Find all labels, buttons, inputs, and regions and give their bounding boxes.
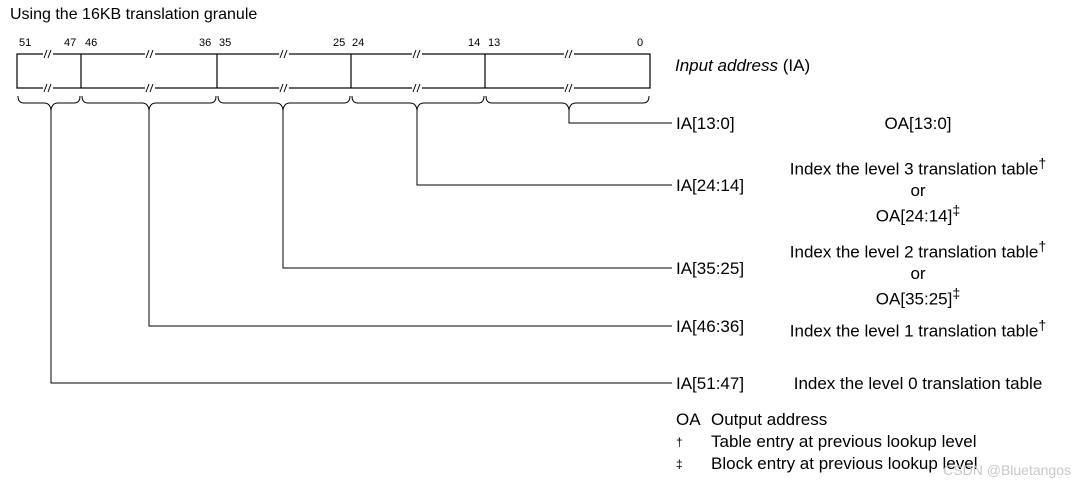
bit-label: 25 [333, 37, 346, 49]
range-description: Index the level 1 translation table† [789, 318, 1047, 341]
double-dagger-mark: ‡ [952, 202, 961, 219]
diagram-title: Using the 16KB translation granule [10, 6, 258, 23]
field-brace [217, 95, 351, 111]
connector-line [416, 110, 672, 186]
break-mark [412, 49, 422, 93]
input-address-label: Input address (IA) [675, 56, 811, 75]
bit-label: 24 [352, 37, 365, 49]
break-mark [279, 49, 289, 93]
double-dagger-mark: ‡ [952, 285, 961, 302]
range-label: IA[46:36] [676, 317, 745, 336]
bit-label: 35 [219, 37, 232, 49]
field-brace [81, 95, 217, 111]
watermark: CSDN @Bluetangos [943, 462, 1071, 478]
range-description: OA[13:0] [884, 114, 952, 133]
dagger-mark: † [1038, 239, 1047, 255]
break-mark [564, 49, 574, 93]
legend-item: ‡Block entry at previous lookup level [676, 454, 978, 473]
range-label: IA[24:14] [676, 176, 745, 195]
connector-line [148, 110, 672, 327]
range-label: IA[51:47] [676, 374, 745, 393]
legend-item: †Table entry at previous lookup level [676, 432, 977, 451]
bit-label: 51 [19, 37, 32, 49]
input-address-register [16, 53, 651, 89]
bit-label: 36 [199, 37, 212, 49]
range-label: IA[13:0] [676, 114, 735, 133]
bit-label: 46 [85, 37, 98, 49]
range-description: Index the level 3 translation table† or … [789, 156, 1047, 226]
break-mark [145, 49, 155, 93]
field-brace [485, 95, 650, 111]
connector-line [568, 110, 672, 124]
field-brace [17, 95, 81, 111]
range-description: Index the level 0 translation table [793, 374, 1043, 393]
range-label: IA[35:25] [676, 259, 745, 278]
connector-line [282, 110, 672, 269]
bit-label: 13 [488, 37, 501, 49]
dagger-mark: † [1038, 318, 1047, 334]
bit-label: 47 [64, 37, 77, 49]
field-brace [351, 95, 485, 111]
bit-label: 0 [637, 37, 644, 49]
connector-line [50, 110, 672, 384]
break-mark [43, 49, 53, 93]
dagger-mark: † [1038, 156, 1047, 172]
bit-label: 14 [468, 37, 481, 49]
range-description: Index the level 2 translation table† or … [789, 239, 1047, 309]
